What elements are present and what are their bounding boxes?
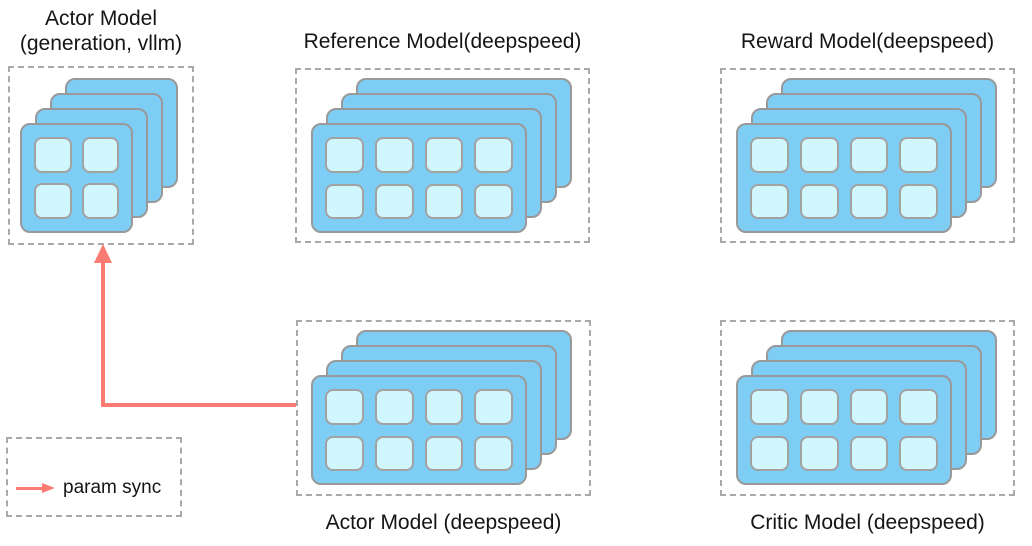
actor-generation-label: Actor Model (generation, vllm) (8, 6, 194, 56)
gpu-cell (374, 435, 414, 471)
gpu-card-front (311, 123, 527, 233)
reward-model-box (720, 68, 1015, 243)
gpu-cell (474, 435, 513, 471)
reference-model-card-stack (311, 78, 572, 233)
actor-training-card-stack (311, 330, 572, 485)
gpu-cell (899, 183, 938, 219)
param-sync-arrow-vertical-segment (101, 262, 105, 407)
gpu-cell (325, 435, 364, 471)
actor-generation-label-line1: Actor Model (44, 7, 158, 30)
gpu-cell (424, 435, 464, 471)
reward-model-card-stack (736, 78, 997, 233)
gpu-cell (34, 137, 72, 173)
gpu-cell (799, 183, 839, 219)
critic-model-box (720, 320, 1015, 496)
reward-model-label: Reward Model(deepspeed) (720, 29, 1015, 54)
actor-training-label: Actor Model (deepspeed) (296, 510, 591, 535)
reference-model-box (295, 68, 590, 243)
gpu-card-front (311, 375, 527, 485)
gpu-cell (849, 137, 889, 173)
gpu-card-front (20, 123, 133, 233)
actor-generation-card-stack (20, 78, 178, 233)
gpu-cell (750, 435, 789, 471)
gpu-cell (374, 183, 414, 219)
gpu-cell (899, 389, 938, 425)
param-sync-arrowhead-icon (94, 244, 112, 263)
gpu-cell (325, 137, 364, 173)
gpu-cell (34, 183, 72, 219)
reward-model-label-line1: Reward Model(deepspeed) (740, 30, 995, 53)
gpu-cell (799, 389, 839, 425)
gpu-cell (325, 389, 364, 425)
gpu-cell (899, 435, 938, 471)
gpu-cell (81, 137, 119, 173)
gpu-cell (849, 183, 889, 219)
gpu-cell (750, 389, 789, 425)
gpu-cell (799, 435, 839, 471)
actor-training-box (296, 320, 591, 496)
critic-model-label: Critic Model (deepspeed) (720, 510, 1015, 535)
param-sync-arrowhead-small-icon (42, 483, 55, 493)
gpu-cell (474, 183, 513, 219)
gpu-cell (374, 389, 414, 425)
gpu-cell (424, 183, 464, 219)
gpu-card-front (736, 375, 952, 485)
gpu-cell (325, 183, 364, 219)
gpu-cell (849, 389, 889, 425)
critic-model-card-stack (736, 330, 997, 485)
reference-model-label: Reference Model(deepspeed) (295, 29, 590, 54)
gpu-cell (474, 137, 513, 173)
actor-training-label-line1: Actor Model (deepspeed) (325, 511, 562, 534)
legend-row: param sync (16, 477, 161, 499)
gpu-card-front (736, 123, 952, 233)
actor-generation-box (8, 66, 194, 245)
gpu-cell (81, 183, 119, 219)
reference-model-label-line1: Reference Model(deepspeed) (303, 30, 582, 53)
gpu-cell (750, 137, 789, 173)
gpu-cell (750, 183, 789, 219)
gpu-cell (849, 435, 889, 471)
gpu-cell (799, 137, 839, 173)
param-sync-arrow-horizontal-segment (103, 403, 296, 407)
legend-label: param sync (63, 477, 162, 498)
legend-box: param sync (6, 437, 182, 517)
gpu-cell (424, 137, 464, 173)
gpu-cell (474, 389, 513, 425)
gpu-cell (899, 137, 938, 173)
actor-generation-label-line2: (generation, vllm) (19, 32, 183, 55)
critic-model-label-line1: Critic Model (deepspeed) (750, 511, 985, 534)
gpu-cell (424, 389, 464, 425)
gpu-cell (374, 137, 414, 173)
param-sync-arrow-icon (16, 486, 42, 490)
